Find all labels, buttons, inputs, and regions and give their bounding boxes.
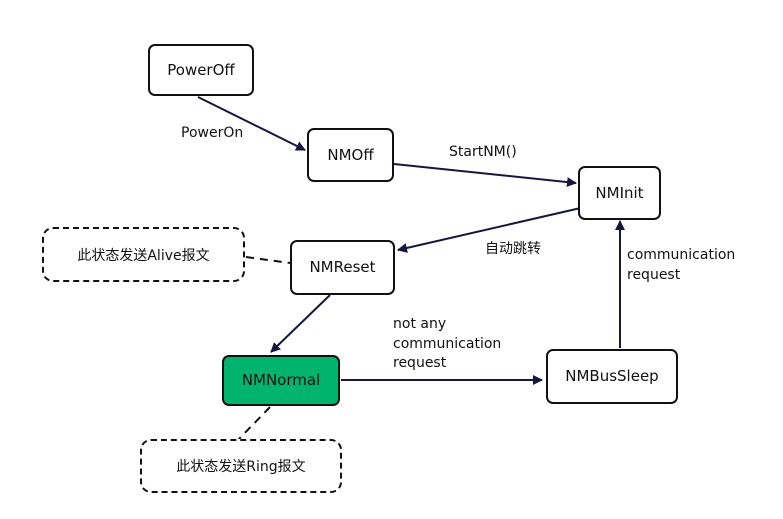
note-connector-reset: [245, 256, 291, 264]
edge-label-startnm: StartNM(): [449, 143, 517, 163]
edge-label-comm-request-line2: request: [627, 266, 681, 283]
state-nmreset: NMReset: [290, 240, 395, 295]
edge-nmoff-to-nminit: [393, 163, 577, 188]
state-poweroff-label: PowerOff: [167, 60, 235, 79]
state-nmbussleep-label: NMBusSleep: [565, 367, 659, 385]
edge-label-no-comm-line2: communication: [393, 335, 502, 352]
edge-label-comm-request: communication request: [627, 246, 735, 285]
edge-label-comm-request-line1: communication: [627, 247, 736, 263]
edge-label-auto-jump: 自动跳转: [485, 240, 541, 260]
edge-nminit-to-nmreset: [397, 206, 586, 253]
state-nmoff: NMOff: [307, 128, 394, 182]
edge-nmreset-to-nmnormal: [270, 294, 331, 353]
state-nminit-label: NMInit: [595, 183, 644, 202]
state-nmreset-label: NMReset: [309, 258, 376, 276]
state-nmnormal: NMNormal: [222, 355, 340, 406]
state-nmoff-label: NMOff: [327, 145, 374, 164]
note-connector-normal: [237, 406, 271, 441]
edge-label-startnm-text: StartNM(): [449, 144, 517, 160]
state-nmnormal-label: NMNormal: [241, 371, 321, 389]
edge-label-no-comm-line3: request: [393, 355, 447, 372]
state-nminit: NMInit: [578, 166, 661, 220]
state-poweroff: PowerOff: [148, 44, 254, 96]
edge-label-auto-jump-text: 自动跳转: [485, 241, 541, 257]
edge-label-no-comm-request: not any communication request: [393, 315, 501, 374]
edge-label-poweron-text: PowerOn: [181, 125, 244, 141]
note-normal-ring-text: 此状态发送Ring报文: [176, 459, 306, 475]
edge-label-poweron: PowerOn: [181, 124, 243, 144]
edge-label-no-comm-line1: not any: [393, 316, 447, 332]
note-normal-ring: 此状态发送Ring报文: [140, 439, 342, 493]
state-nmbussleep: NMBusSleep: [546, 349, 678, 404]
edge-poweroff-to-nmoff: [197, 96, 306, 151]
note-reset-alive-text: 此状态发送Alive报文: [77, 247, 210, 264]
note-reset-alive: 此状态发送Alive报文: [42, 227, 245, 282]
